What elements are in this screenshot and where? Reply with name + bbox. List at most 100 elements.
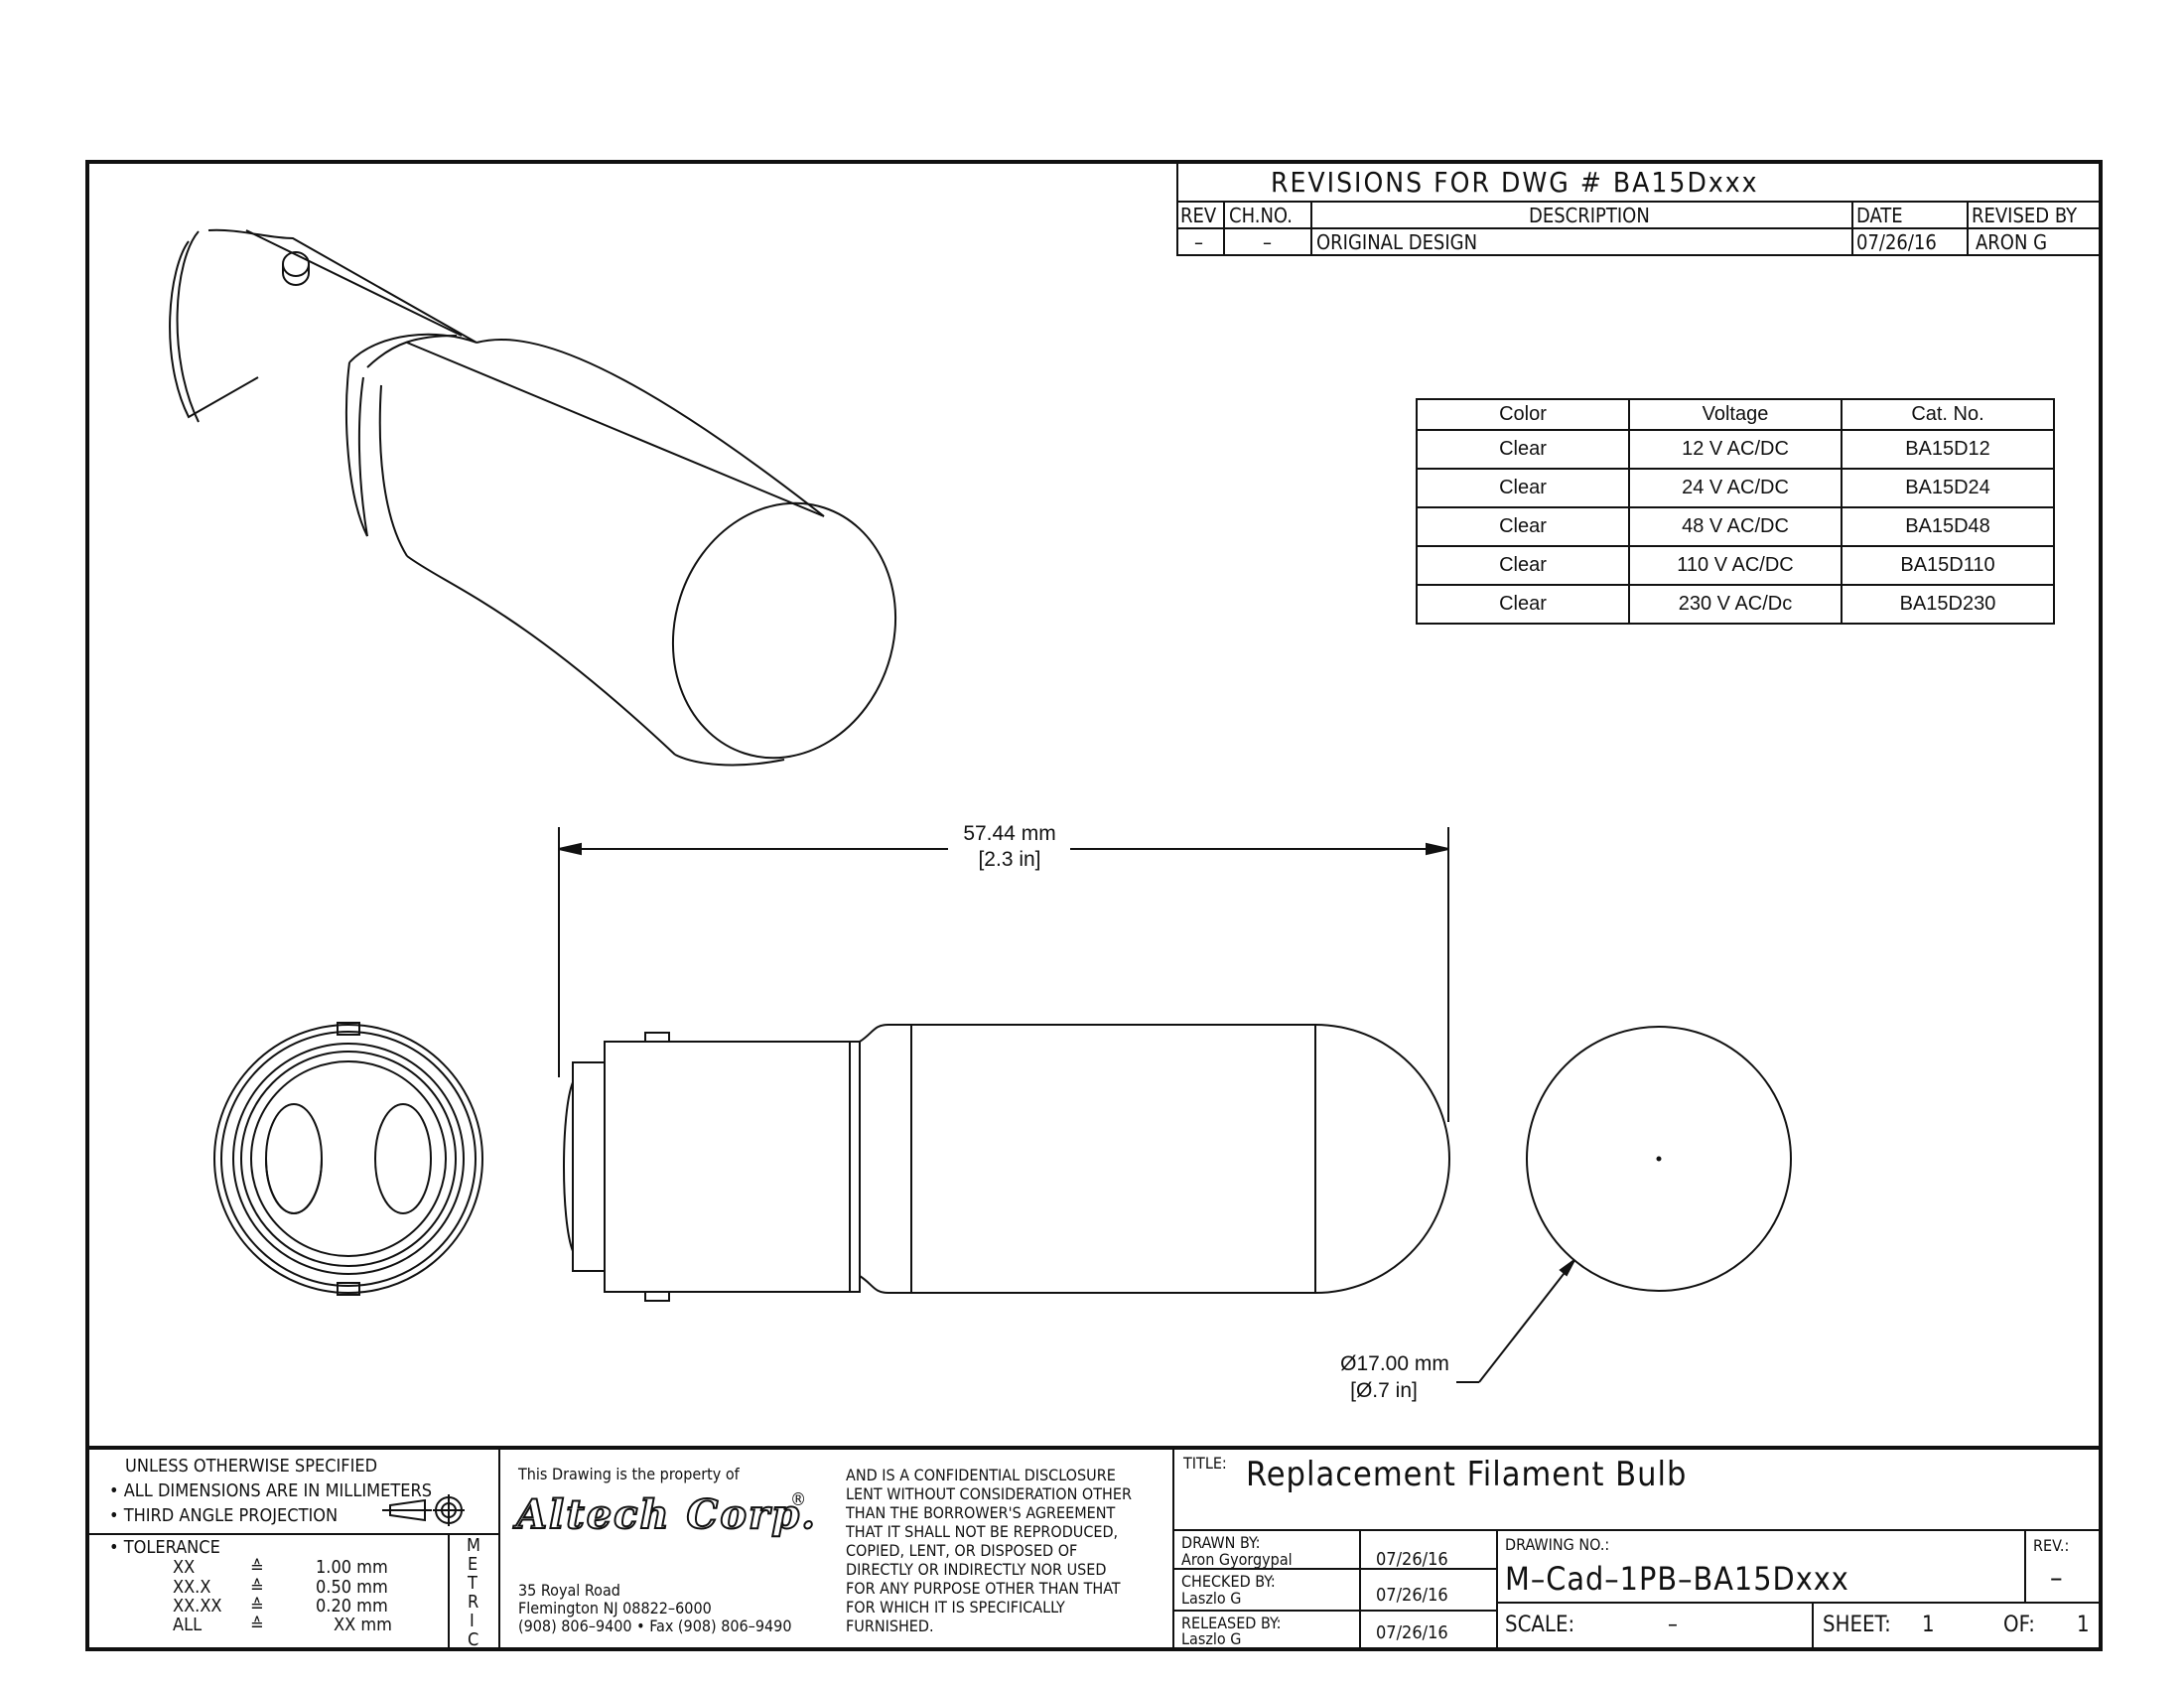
released-date: 07/26/16: [1376, 1622, 1448, 1643]
notes-dimensions-mm: • ALL DIMENSIONS ARE IN MILLIMETERS: [109, 1480, 432, 1501]
checked-date: 07/26/16: [1376, 1585, 1448, 1606]
spec-header-catno: Cat. No.: [1841, 398, 2055, 431]
property-text: This Drawing is the property of: [518, 1465, 740, 1483]
spec-cell-voltage: 24 V AC/DC: [1628, 468, 1843, 508]
spec-row: Clear 230 V AC/Dc BA15D230: [1416, 584, 2055, 625]
drawn-date: 07/26/16: [1376, 1549, 1448, 1570]
scale-value: –: [1668, 1613, 1678, 1637]
drawn-by-name: Aron Gyorgypal: [1181, 1550, 1293, 1569]
disclosure-line: COPIED, LENT, OR DISPOSED OF: [846, 1541, 1078, 1560]
released-by-name: Laszlo G: [1181, 1629, 1242, 1648]
scale-label: SCALE:: [1505, 1613, 1575, 1637]
disclosure-line: THAT IT SHALL NOT BE REPRODUCED,: [846, 1522, 1119, 1541]
of-value: 1: [2077, 1613, 2090, 1637]
spec-header-color: Color: [1416, 398, 1630, 431]
spec-row: Clear 48 V AC/DC BA15D48: [1416, 506, 2055, 547]
rev-cell-revised-by: ARON G: [1976, 230, 2048, 254]
spec-row: Clear 110 V AC/DC BA15D110: [1416, 545, 2055, 586]
tolerance-symbol: ≙: [250, 1577, 264, 1598]
tolerance-key: XX.X: [173, 1577, 211, 1598]
metric-letter: T: [468, 1573, 478, 1594]
spec-table: Color Voltage Cat. No. Clear 12 V AC/DC …: [1416, 398, 2055, 625]
sheet-label: SHEET:: [1823, 1613, 1891, 1637]
drawn-by-label: DRAWN BY:: [1181, 1533, 1261, 1552]
length-dimension-lines: [558, 827, 1449, 1122]
rev-cell-rev: –: [1194, 230, 1203, 254]
company-address-1: 35 Royal Road: [518, 1581, 620, 1600]
drawing-no-label: DRAWING NO.:: [1505, 1535, 1610, 1554]
diameter-in-label: [Ø.7 in]: [1350, 1379, 1418, 1402]
of-label: OF:: [2003, 1613, 2035, 1637]
rev-cell-description: ORIGINAL DESIGN: [1316, 230, 1478, 254]
spec-cell-catno: BA15D110: [1841, 545, 2055, 586]
spec-cell-voltage: 230 V AC/Dc: [1628, 584, 1843, 625]
tolerance-value: XX mm: [334, 1615, 392, 1635]
spec-header-voltage: Voltage: [1628, 398, 1843, 431]
metric-letter: C: [468, 1629, 479, 1650]
length-in-label: [2.3 in]: [978, 848, 1041, 871]
diameter-mm-label: Ø17.00 mm: [1340, 1352, 1449, 1375]
tolerance-symbol: ≙: [250, 1596, 264, 1617]
spec-cell-catno: BA15D230: [1841, 584, 2055, 625]
spec-cell-color: Clear: [1416, 506, 1630, 547]
spec-cell-color: Clear: [1416, 584, 1630, 625]
end-view-dome: [1456, 1026, 1792, 1383]
disclosure-line: FOR WHICH IT IS SPECIFICALLY: [846, 1598, 1065, 1617]
spec-cell-color: Clear: [1416, 545, 1630, 586]
metric-letter: R: [468, 1592, 479, 1613]
end-view-base: [213, 1022, 483, 1296]
company-address-2: Flemington NJ 08822–6000: [518, 1599, 712, 1618]
disclosure-line: LENT WITHOUT CONSIDERATION OTHER: [846, 1484, 1132, 1503]
spec-row: Clear 12 V AC/DC BA15D12: [1416, 429, 2055, 470]
spec-cell-catno: BA15D48: [1841, 506, 2055, 547]
rev-header-chno: CH.NO.: [1229, 204, 1293, 227]
rev-label: REV.:: [2033, 1536, 2070, 1555]
tolerance-value: 0.20 mm: [316, 1596, 388, 1617]
rev-header-description: DESCRIPTION: [1529, 204, 1650, 227]
company-phone: (908) 806–9400 • Fax (908) 806–9490: [518, 1617, 792, 1635]
notes-third-angle: • THIRD ANGLE PROJECTION: [109, 1505, 339, 1526]
spec-cell-catno: BA15D24: [1841, 468, 2055, 508]
metric-letter: I: [470, 1611, 475, 1631]
notes-unless-specified: UNLESS OTHERWISE SPECIFIED: [125, 1456, 378, 1477]
metric-letter: E: [468, 1554, 478, 1575]
rev-header-rev: REV: [1180, 204, 1217, 227]
rev-value: –: [2050, 1561, 2063, 1594]
rev-cell-chno: –: [1263, 230, 1272, 254]
tolerance-value: 0.50 mm: [316, 1577, 388, 1598]
tolerance-key: XX: [173, 1557, 196, 1578]
tolerance-symbol: ≙: [250, 1557, 264, 1578]
disclosure-line: THAN THE BORROWER'S AGREEMENT: [846, 1503, 1116, 1522]
spec-cell-voltage: 110 V AC/DC: [1628, 545, 1843, 586]
revisions-title: REVISIONS FOR DWG # BA15Dxxx: [1271, 166, 1759, 199]
rev-header-date: DATE: [1856, 204, 1903, 227]
spec-header-row: Color Voltage Cat. No.: [1416, 398, 2055, 431]
tolerance-value: 1.00 mm: [316, 1557, 388, 1578]
title-block-lines: [85, 1446, 2103, 1650]
spec-cell-voltage: 48 V AC/DC: [1628, 506, 1843, 547]
length-mm-label: 57.44 mm: [963, 822, 1056, 845]
metric-letter: M: [467, 1535, 480, 1556]
side-view-bulb: [563, 1024, 1450, 1302]
spec-cell-catno: BA15D12: [1841, 429, 2055, 470]
spec-cell-voltage: 12 V AC/DC: [1628, 429, 1843, 470]
sheet-value: 1: [1922, 1613, 1935, 1637]
tolerance-key: XX.XX: [173, 1596, 222, 1617]
notes-tolerance-label: • TOLERANCE: [109, 1537, 220, 1558]
rev-cell-date: 07/26/16: [1856, 230, 1937, 254]
disclosure-line: FOR ANY PURPOSE OTHER THAN THAT: [846, 1579, 1121, 1598]
title-label: TITLE:: [1183, 1454, 1227, 1473]
checked-by-label: CHECKED BY:: [1181, 1572, 1276, 1591]
spec-cell-color: Clear: [1416, 468, 1630, 508]
released-by-label: RELEASED BY:: [1181, 1614, 1282, 1632]
spec-row: Clear 24 V AC/DC BA15D24: [1416, 468, 2055, 508]
revisions-table-frame: [1176, 161, 2102, 256]
disclosure-line: AND IS A CONFIDENTIAL DISCLOSURE: [846, 1466, 1116, 1484]
drawing-number: M–Cad–1PB–BA15Dxxx: [1505, 1560, 1849, 1598]
disclosure-line: DIRECTLY OR INDIRECTLY NOR USED: [846, 1560, 1107, 1579]
tolerance-symbol: ≙: [250, 1615, 264, 1635]
rev-header-revised-by: REVISED BY: [1972, 204, 2078, 227]
isometric-bulb-view: [169, 228, 897, 767]
checked-by-name: Laszlo G: [1181, 1589, 1242, 1608]
